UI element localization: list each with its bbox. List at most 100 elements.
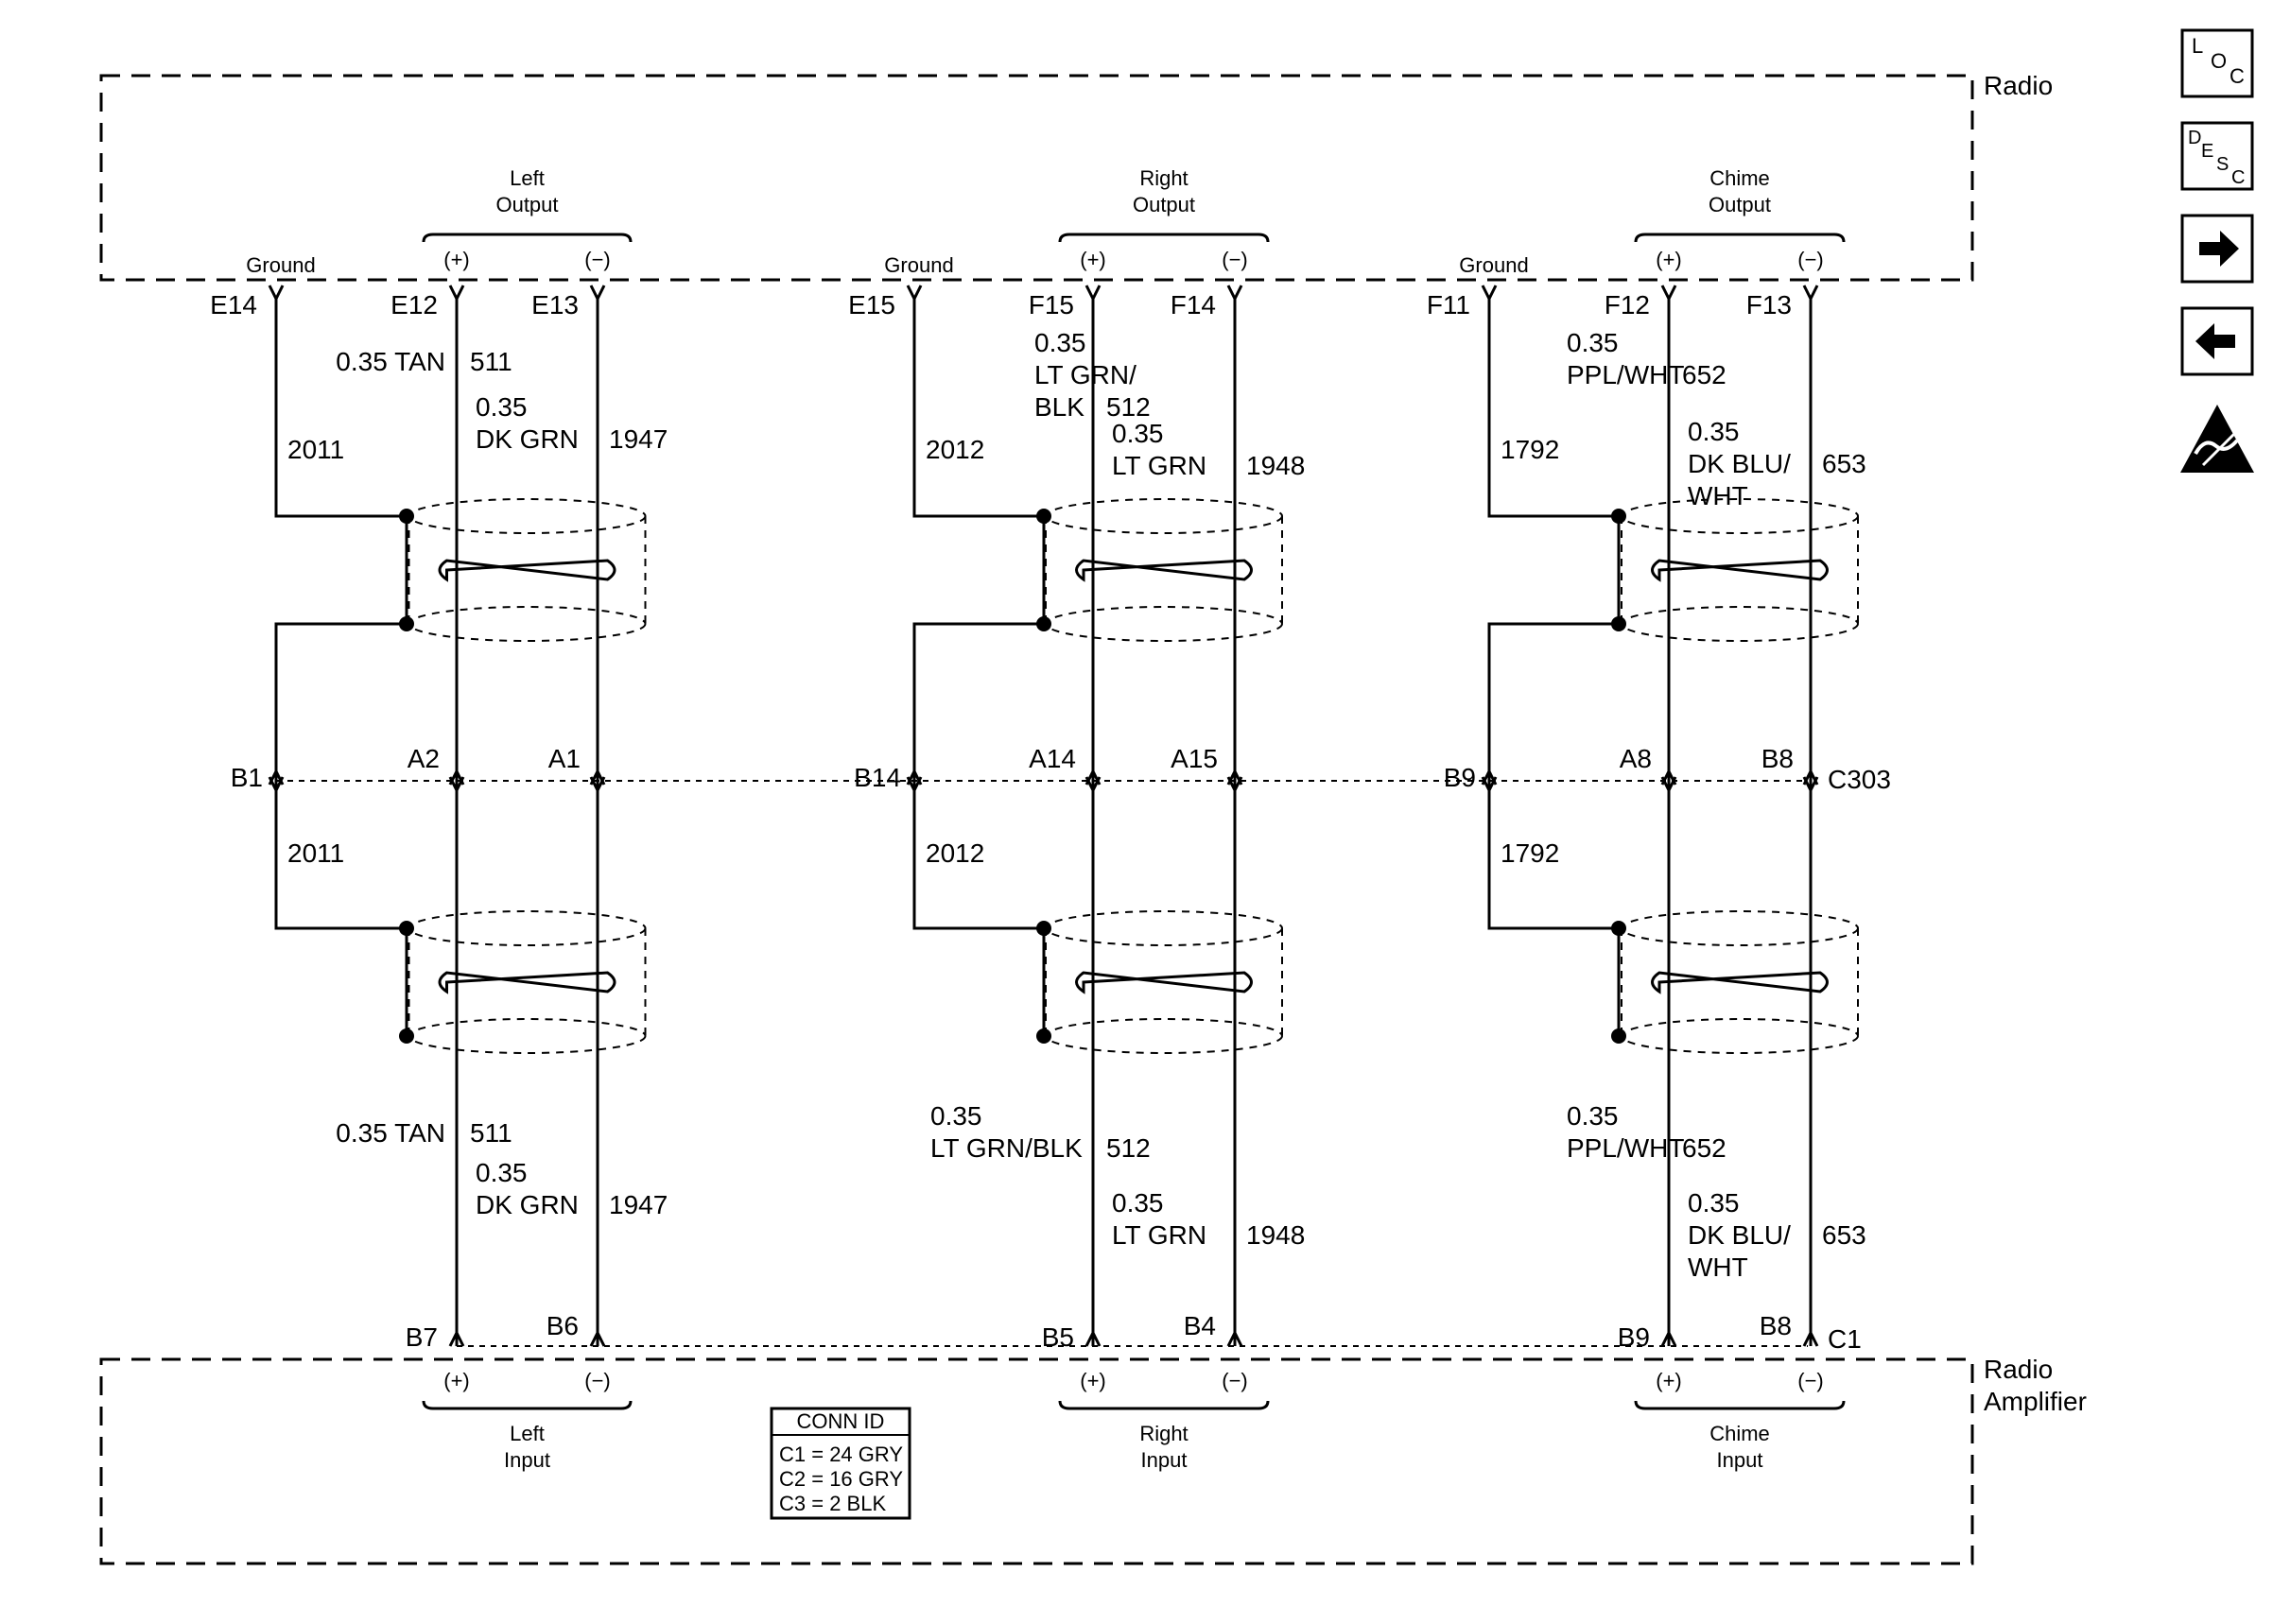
- twisted-pair-shield: [1621, 910, 1859, 1054]
- c303-pin: A8: [1620, 744, 1652, 773]
- drain-wire: [912, 781, 1044, 930]
- shield-bottom-ellipse: [408, 1018, 647, 1054]
- splice-dot: [399, 509, 414, 524]
- wire-color-label: 0.35: [1034, 328, 1086, 357]
- twist-symbol: [1651, 971, 1829, 994]
- circuit-number: 512: [1106, 392, 1151, 422]
- input-title: Chime: [1709, 1422, 1770, 1445]
- twisted-pair-shield: [1045, 910, 1283, 1054]
- wire-color-label: LT GRN/: [1034, 360, 1136, 389]
- splice-dot: [399, 616, 414, 631]
- splice-dot: [1611, 1028, 1626, 1044]
- minus-terminal-label: (−): [584, 248, 611, 271]
- plus-pin: F15: [1029, 290, 1074, 320]
- terminal-mark: [589, 285, 606, 302]
- drain-circuit-number: 2011: [287, 435, 344, 464]
- ground-pin: F11: [1427, 290, 1470, 320]
- svg-text:C: C: [2231, 167, 2245, 188]
- wire-color-label: 0.35: [476, 392, 528, 422]
- svg-text:L: L: [2192, 34, 2203, 58]
- terminal-mark: [1660, 1329, 1677, 1347]
- circuit-number: 1948: [1246, 451, 1305, 480]
- radio-module-box: [99, 74, 1974, 282]
- twisted-pair-shield: [1621, 498, 1859, 642]
- splice-dot: [1036, 509, 1051, 524]
- ground-label: Ground: [1459, 253, 1528, 277]
- splice-dot: [1611, 616, 1626, 631]
- radio-module-label: Radio: [1984, 71, 2053, 100]
- terminal-mark: [448, 776, 465, 794]
- output-title: Right: [1139, 166, 1188, 190]
- shield-top-ellipse: [1621, 910, 1859, 946]
- arrow-left-icon[interactable]: [2180, 306, 2254, 376]
- c303-pin: B9: [1444, 763, 1476, 792]
- terminal-mark: [1084, 1329, 1102, 1347]
- input-title: Input: [1141, 1448, 1188, 1472]
- c1-pin: B9: [1618, 1322, 1650, 1352]
- splice-dot: [1611, 921, 1626, 936]
- circuit-number: 652: [1682, 360, 1726, 389]
- arrow-right-icon[interactable]: [2180, 214, 2254, 284]
- radio-amplifier-module-box: [99, 1357, 1974, 1565]
- ground-label: Ground: [246, 253, 315, 277]
- drain-wire: [274, 781, 407, 930]
- minus-terminal-label: (−): [1797, 248, 1824, 271]
- output-bracket: [1634, 233, 1846, 243]
- drain-wire: [1487, 299, 1619, 518]
- wire-color-label: DK BLU/: [1688, 1220, 1791, 1250]
- plus-terminal-label: (+): [1080, 248, 1106, 271]
- c303-pin: A15: [1171, 744, 1218, 773]
- c303-pin: B8: [1761, 744, 1794, 773]
- c1-pin: B5: [1042, 1322, 1074, 1352]
- twist-symbol: [1075, 971, 1253, 994]
- input-bracket: [1634, 1400, 1846, 1410]
- minus-terminal-label: (−): [1797, 1369, 1824, 1392]
- splice-dot: [399, 1028, 414, 1044]
- twisted-pair-shield: [408, 910, 647, 1054]
- minus-terminal-label: (−): [584, 1369, 611, 1392]
- loc-icon[interactable]: L O C: [2180, 28, 2254, 98]
- desc-icon[interactable]: D E S C: [2180, 121, 2254, 191]
- wire-color-label: LT GRN: [1112, 451, 1206, 480]
- wire-color-label: 0.35: [1112, 419, 1164, 448]
- output-bracket: [1058, 233, 1270, 243]
- terminal-mark: [906, 776, 923, 794]
- output-title: Left: [510, 166, 545, 190]
- twisted-pair-shield: [1045, 498, 1283, 642]
- plus-terminal-label: (+): [443, 1369, 470, 1392]
- c1-connector-label: C1: [1828, 1324, 1862, 1354]
- drain-wire: [912, 622, 1044, 781]
- circuit-number: 511: [470, 1118, 512, 1148]
- shield-bottom-ellipse: [1045, 606, 1283, 642]
- conn-id-row: C3 = 2 BLK: [779, 1492, 886, 1515]
- ground-pin: E15: [848, 290, 895, 320]
- wire-color-label: BLK: [1034, 392, 1084, 422]
- terminal-mark: [1660, 776, 1677, 794]
- wire-color-label: 0.35: [1688, 417, 1740, 446]
- drain-wire: [912, 299, 1044, 518]
- input-bracket: [1058, 1400, 1270, 1410]
- circuit-number: 1947: [609, 424, 668, 454]
- conn-id-title: CONN ID: [797, 1409, 885, 1433]
- wire-color-label: WHT: [1688, 481, 1748, 510]
- terminal-mark: [1802, 285, 1819, 302]
- plus-terminal-label: (+): [443, 248, 470, 271]
- plus-terminal-label: (+): [1656, 248, 1682, 271]
- terminal-mark: [589, 776, 606, 794]
- drain-wire: [1487, 622, 1619, 781]
- terminal-mark: [589, 1329, 606, 1347]
- wire-color-label: 0.35 TAN: [336, 1118, 445, 1148]
- terminal-mark: [1802, 776, 1819, 794]
- input-title: Input: [1717, 1448, 1763, 1472]
- wire-color-label: LT GRN: [1112, 1220, 1206, 1250]
- shield-bottom-ellipse: [408, 606, 647, 642]
- terminal-mark: [268, 285, 285, 302]
- twisted-pair-shield: [408, 498, 647, 642]
- c303-pin: A1: [548, 744, 581, 773]
- terminal-mark: [448, 1329, 465, 1347]
- terminal-mark: [1660, 285, 1677, 302]
- drain-circuit-number: 1792: [1501, 838, 1559, 868]
